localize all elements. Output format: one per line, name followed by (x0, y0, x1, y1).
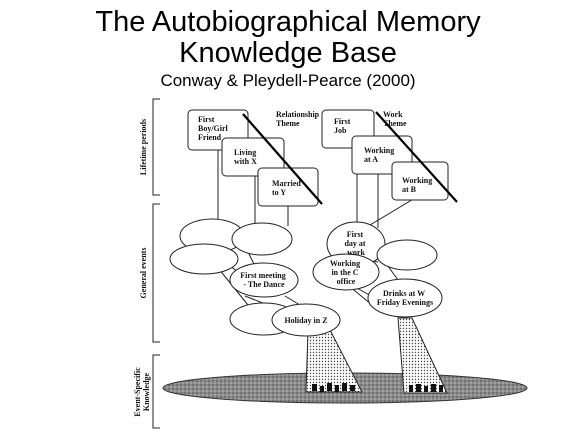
first-meeting-label: First meeting - The Dance (240, 271, 288, 289)
theme-lines (242, 111, 458, 205)
slide-title-line-2: Knowledge Base (179, 37, 397, 69)
general-event-ellipses (169, 218, 443, 337)
lifetime-bracket (152, 98, 160, 196)
general-events-label: General events (139, 248, 148, 299)
first-job-label: First Job (334, 117, 352, 135)
working-in-c-ellipse (312, 253, 380, 291)
working-in-c-label: Working in the C office (330, 259, 362, 286)
living-with-x-box (221, 137, 285, 177)
cone-left (305, 329, 363, 393)
event-specific-label-line2: Knowledge (142, 372, 151, 411)
event-specific-label-line1: Event-Specific (133, 367, 142, 417)
relationship-theme-line (242, 113, 323, 205)
lifetime-periods-label: Lifetime periods (139, 119, 148, 175)
holiday-label: Holiday in Z (284, 316, 327, 325)
relationship-theme-label: Relationship Theme (276, 110, 321, 128)
work-event-ellipse-1 (376, 239, 438, 271)
lifetime-period-labels: Relationship Theme First Boy/Girl Friend… (198, 110, 434, 197)
drinks-ellipse (367, 278, 443, 318)
slide-title-line-1: The Autobiographical Memory (95, 6, 481, 38)
relationship-event-ellipse-2 (231, 222, 293, 256)
cone-right (397, 317, 448, 394)
general-event-labels: First meeting - The Dance Holiday in Z F… (240, 230, 433, 325)
first-meeting-ellipse (229, 262, 299, 298)
event-specific-marks (312, 383, 443, 392)
projection-cones (305, 317, 448, 394)
level-labels: Lifetime periods General events Event-Sp… (133, 119, 151, 417)
work-theme-line (375, 111, 458, 203)
working-at-b-label: Working at B (402, 176, 434, 194)
married-to-y-box (257, 167, 319, 207)
slide-subtitle: Conway & Pleydell-Pearce (2000) (160, 71, 416, 90)
lifetime-period-boxes (187, 109, 449, 207)
living-with-x-label: Living with X (234, 148, 258, 166)
level-brackets (152, 98, 160, 429)
specific-bracket (152, 354, 160, 429)
general-bracket (152, 203, 160, 343)
drinks-label: Drinks at W Friday Evenings (377, 289, 433, 307)
relationship-event-ellipse-3 (169, 243, 239, 275)
first-day-label: First day at work (344, 230, 367, 257)
first-boygirl-friend-label: First Boy/Girl Friend (198, 115, 230, 142)
work-theme-label: Work Theme (383, 110, 407, 128)
married-to-y-label: Married to Y (272, 179, 303, 197)
working-at-a-label: Working at A (364, 146, 396, 164)
holiday-ellipse (271, 303, 341, 337)
